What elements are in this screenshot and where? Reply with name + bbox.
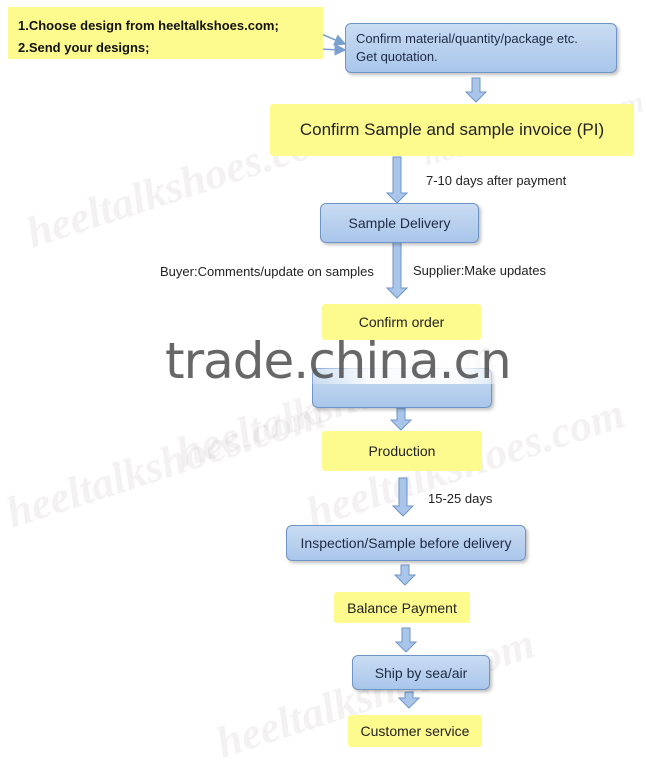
note-line-1: 1.Choose design from heeltalkshoes.com; (18, 18, 279, 33)
watermark-trade: trade.china.cn (165, 332, 512, 390)
label-buyer-comments: Buyer:Comments/update on samples (160, 264, 374, 279)
quotation-line-1: Confirm material/quantity/package etc. (356, 31, 578, 46)
flowchart: heeltalkshoes.com heeltalkshoes.com heel… (0, 7, 646, 768)
label-production-days: 15-25 days (428, 491, 493, 506)
down-arrow (394, 627, 418, 653)
step-inspection: Inspection/Sample before delivery (286, 525, 526, 561)
down-arrow (397, 691, 421, 709)
down-arrow (391, 477, 415, 517)
instructions-note: 1.Choose design from heeltalkshoes.com; … (8, 7, 323, 59)
flow-arrows (385, 77, 488, 709)
quotation-line-2: Get quotation. (356, 49, 438, 64)
down-arrow (389, 407, 413, 431)
down-arrow (393, 564, 417, 586)
step-production: Production (322, 431, 482, 471)
step-balance-payment: Balance Payment (334, 592, 470, 623)
step-customer-service: Customer service (348, 715, 482, 747)
watermark-band (300, 354, 530, 384)
label-supplier-updates: Supplier:Make updates (413, 263, 546, 278)
note-line-2: 2.Send your designs; (18, 40, 150, 55)
label-days-after-payment: 7-10 days after payment (426, 173, 567, 188)
step-confirm-sample: Confirm Sample and sample invoice (PI) (270, 104, 634, 156)
down-arrow (385, 241, 409, 299)
down-arrow (464, 77, 488, 103)
step-ship: Ship by sea/air (352, 655, 490, 690)
step-quotation: Confirm material/quantity/package etc. G… (345, 23, 617, 73)
step-sample-delivery: Sample Delivery (320, 203, 479, 243)
step-confirm-order: Confirm order (322, 304, 481, 340)
down-arrow (385, 156, 409, 204)
